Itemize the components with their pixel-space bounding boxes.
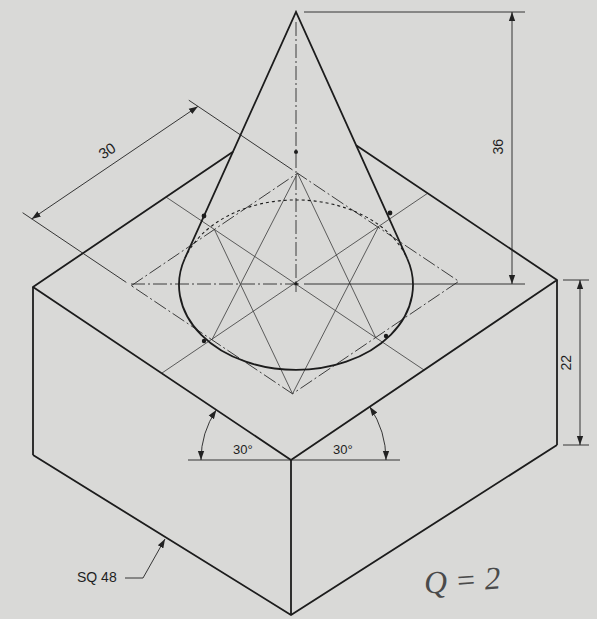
- cone-base-hidden: [185, 200, 407, 259]
- construction-points: [202, 150, 393, 343]
- extension-line: [304, 284, 525, 285]
- angle-dimension: 30°: [233, 443, 253, 457]
- point: [294, 150, 298, 154]
- extension-line: [563, 445, 589, 446]
- dimensions: [23, 12, 589, 578]
- point: [388, 211, 393, 216]
- cone-generators: [185, 12, 407, 259]
- cone-base-visible: [179, 259, 413, 370]
- handwritten-note: Q = 2: [422, 560, 501, 600]
- point: [202, 214, 207, 219]
- square-block: [33, 145, 557, 615]
- dimension-line: [32, 106, 198, 218]
- point: [294, 282, 298, 286]
- point: [202, 339, 206, 343]
- cone: [179, 12, 413, 370]
- block-bottom-edges: [33, 445, 557, 615]
- angle-arc: [201, 410, 216, 460]
- construction-lines: [162, 173, 428, 394]
- extension-line: [304, 12, 525, 13]
- dimension-text: 22: [559, 354, 574, 370]
- dimension-line: [580, 280, 581, 445]
- block-edge: [290, 460, 292, 615]
- extension-line: [189, 100, 293, 170]
- dimension-text: 30: [95, 139, 118, 162]
- extension-line: [23, 213, 127, 283]
- center-line: [131, 284, 300, 285]
- angle-dimension: 30°: [333, 443, 353, 457]
- block-top-edges: [33, 145, 557, 460]
- center-line: [296, 22, 297, 292]
- leader-line: [125, 539, 165, 578]
- extension-line: [563, 280, 589, 281]
- base-square: [131, 173, 459, 394]
- dimension-line: [512, 12, 513, 284]
- size-callout: SQ 48: [77, 570, 117, 585]
- angle-arc: [370, 407, 386, 460]
- center-lines: [131, 22, 459, 394]
- point: [384, 334, 388, 338]
- block-edge: [32, 287, 34, 455]
- dimension-text: 36: [491, 138, 506, 154]
- block-edge: [556, 280, 558, 445]
- reference-line: [188, 460, 400, 461]
